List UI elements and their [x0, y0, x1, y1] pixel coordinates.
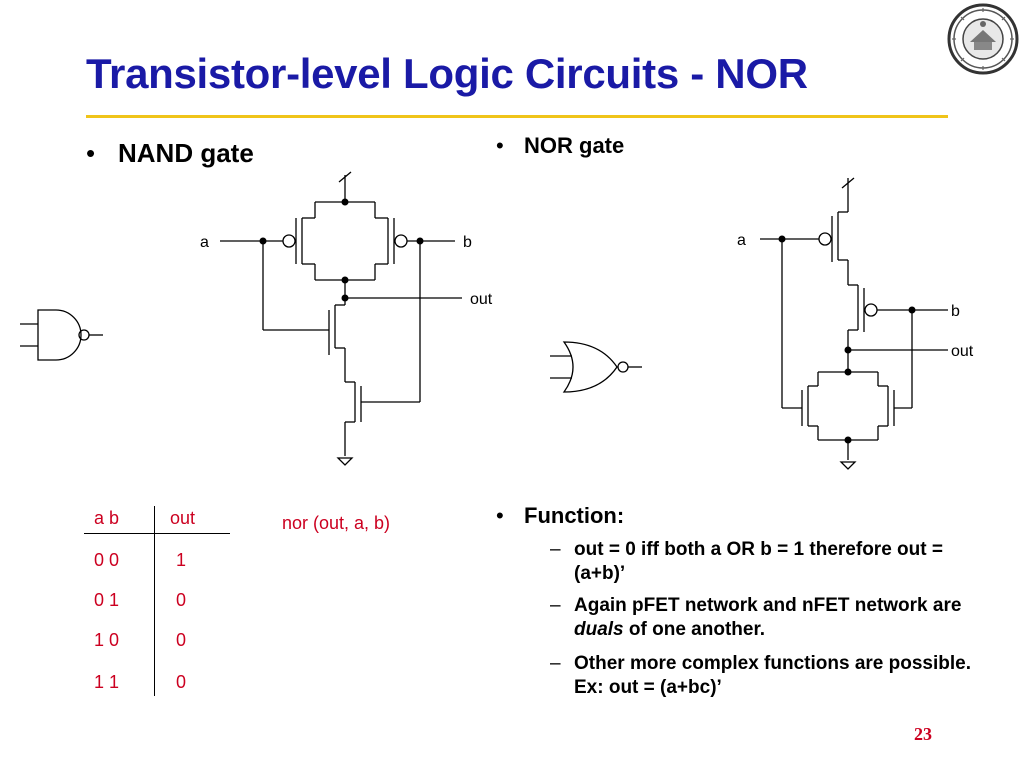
title-underline	[86, 115, 948, 118]
bullet-dot-icon: •	[496, 503, 504, 528]
table-header-out: out	[170, 508, 196, 528]
function-item-text: Other more complex functions are possibl…	[574, 653, 971, 698]
nand-input-b-label: b	[463, 234, 472, 251]
table-cell-out: 0	[176, 672, 187, 692]
university-seal-icon	[947, 3, 1019, 75]
page-number: 23	[914, 724, 932, 744]
bullet-dot-icon: •	[496, 133, 504, 158]
bullet-dot-icon: •	[86, 138, 96, 168]
nand-output-label: out	[470, 291, 493, 308]
nor-output-label: out	[951, 343, 974, 360]
table-cell-out: 0	[176, 630, 187, 650]
table-cell-ab: 0 0	[94, 550, 120, 570]
nand-gate-symbol-icon	[20, 309, 103, 361]
table-cell-ab: 1 1	[94, 672, 120, 692]
dash-icon: –	[550, 539, 561, 560]
page-title: Transistor-level Logic Circuits - NOR	[86, 50, 808, 97]
function-item-text: out = 0 iff both a OR b = 1 therefore ou…	[574, 539, 943, 584]
table-divider-vertical	[154, 506, 155, 696]
table-divider-horizontal	[84, 533, 230, 534]
function-item: – Again pFET network and nFET network ar…	[550, 594, 974, 642]
bullet-text: NOR gate	[524, 133, 625, 158]
nor-gate-symbol-icon	[550, 341, 642, 393]
bullet-text: NAND gate	[118, 138, 254, 168]
nor-transistor-circuit: a b out	[550, 177, 974, 470]
nor-expression: nor (out, a, b)	[282, 513, 391, 533]
bullet-text: Function:	[524, 503, 625, 528]
nand-input-a-label: a	[200, 234, 209, 251]
table-cell-out: 0	[176, 590, 187, 610]
nor-input-b-label: b	[951, 303, 960, 320]
dash-icon: –	[550, 595, 561, 616]
function-item-emphasis: duals	[574, 619, 624, 640]
table-cell-ab: 0 1	[94, 590, 120, 610]
function-item-text: of one another.	[623, 619, 766, 640]
bullet-function: • Function:	[496, 503, 624, 529]
function-item: – out = 0 iff both a OR b = 1 therefore …	[550, 538, 974, 586]
bullet-nor-gate: • NOR gate	[496, 133, 624, 159]
bullet-nand-gate: • NAND gate	[86, 138, 254, 169]
table-cell-out: 1	[176, 550, 187, 570]
function-item: – Other more complex functions are possi…	[550, 652, 974, 700]
function-item-text: Again pFET network and nFET network are	[574, 595, 962, 616]
nor-input-a-label: a	[737, 232, 746, 249]
truth-table: a b out 0 0 1 0 1 0 1 0 0 1 1 0	[84, 500, 244, 700]
table-header-ab: a b	[94, 508, 120, 528]
table-cell-ab: 1 0	[94, 630, 120, 650]
nand-transistor-circuit: a b out	[20, 171, 493, 466]
dash-icon: –	[550, 653, 561, 674]
